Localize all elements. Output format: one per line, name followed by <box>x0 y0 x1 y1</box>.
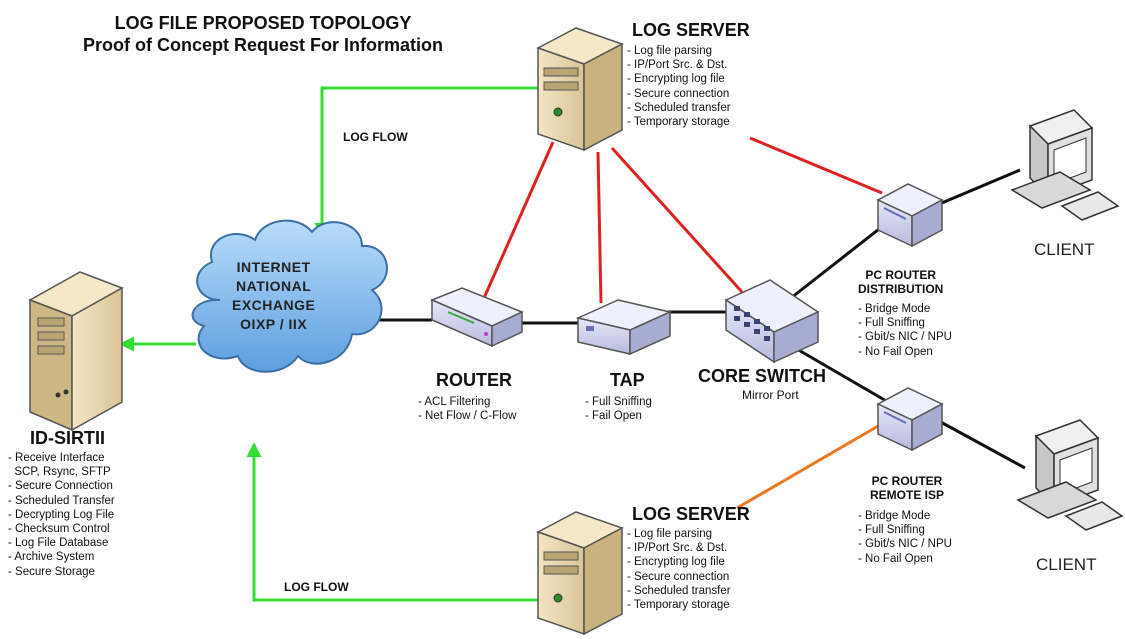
link-pcrouter-dist-client <box>936 168 1021 207</box>
pc-router-distribution-name-line: PC ROUTER <box>865 268 936 282</box>
link-logserver-tap <box>596 151 603 304</box>
pc-router-remote-feature: - Full Sniffing <box>858 524 925 537</box>
cloud-label-line: OIXP / IIX <box>240 316 308 332</box>
id-sirtii-feature: - Secure Connection <box>8 480 113 493</box>
pc-router-distribution-features: - Bridge Mode - Full Sniffing - Gbit/s N… <box>858 302 952 359</box>
log-server-top-icon <box>536 27 624 152</box>
router-feature: - Net Flow / C-Flow <box>418 410 517 423</box>
cloud-label-line: INTERNET <box>236 259 311 275</box>
log-server-bottom-features: - Log file parsing - IP/Port Src. & Dst.… <box>627 527 731 612</box>
link-logserver-pcrouter-dist <box>749 136 883 195</box>
router-icon <box>430 287 524 348</box>
network-links <box>119 86 1026 602</box>
id-sirtii-server-icon <box>28 271 124 432</box>
log-server-bottom-feature: - Secure connection <box>627 570 730 583</box>
link-logserver-switch <box>610 146 744 294</box>
cloud-label-line: EXCHANGE <box>232 297 316 313</box>
tap-features: - Full Sniffing - Fail Open <box>585 395 652 423</box>
log-server-top-feature: - Log file parsing <box>627 45 713 57</box>
tap-icon <box>575 299 673 356</box>
pc-router-distribution-feature: - Gbit/s NIC / NPU <box>858 331 952 344</box>
pc-router-distribution-icon <box>876 183 944 248</box>
log-server-bottom-feature: - Scheduled transfer <box>627 584 731 597</box>
pc-router-remote-feature: - No Fail Open <box>858 552 933 565</box>
title-line-2: Proof of Concept Request For Information <box>83 35 443 55</box>
pc-router-remote-feature: - Bridge Mode <box>858 510 931 522</box>
link-switch-pcrouter-dist <box>781 220 889 307</box>
id-sirtii-feature: - Scheduled Transfer <box>8 494 115 507</box>
pc-router-distribution-feature: - Bridge Mode <box>858 303 931 315</box>
tap-feature: - Fail Open <box>585 410 642 423</box>
log-server-top-feature: - Temporary storage <box>627 116 730 129</box>
log-server-top-feature: - Scheduled transfer <box>627 101 731 114</box>
log-flow-bottom-label: LOG FLOW <box>284 580 349 594</box>
id-sirtii-feature: - Checksum Control <box>8 523 110 536</box>
pc-router-remote-icon <box>876 387 944 452</box>
link-logserver-router <box>482 141 555 299</box>
log-server-bottom-feature: - IP/Port Src. & Dst. <box>627 542 728 555</box>
core-switch-label: CORE SWITCH <box>698 366 826 386</box>
cloud-label: INTERNET NATIONAL EXCHANGE OIXP / IIX <box>232 258 315 334</box>
id-sirtii-feature: - Log File Database <box>8 537 109 550</box>
log-flow-bottom <box>246 442 540 602</box>
core-switch-caption: Mirror Port <box>742 388 799 402</box>
id-sirtii-feature: - Archive System <box>8 551 95 564</box>
log-server-bottom-feature: - Log file parsing <box>627 528 713 540</box>
client-top-label: CLIENT <box>1034 240 1095 259</box>
pc-router-remote-feature: - Gbit/s NIC / NPU <box>858 538 952 551</box>
internet-cloud <box>191 219 388 373</box>
log-flow-top <box>314 86 538 238</box>
log-server-top-feature: - IP/Port Src. & Dst. <box>627 59 728 72</box>
router-label: ROUTER <box>436 370 512 390</box>
log-server-bottom-label: LOG SERVER <box>632 504 750 524</box>
diagram-title: LOG FILE PROPOSED TOPOLOGY Proof of Conc… <box>83 12 443 56</box>
pc-router-distribution-feature: - No Fail Open <box>858 345 933 358</box>
log-flow-top-label: LOG FLOW <box>343 130 408 144</box>
pc-router-remote-name-line: PC ROUTER <box>871 474 943 488</box>
link-pcrouter-remote-client <box>936 418 1026 470</box>
log-server-bottom-icon <box>536 511 624 636</box>
id-sirtii-feature: - Decrypting Log File <box>8 508 115 521</box>
pc-router-remote-label: PC ROUTER REMOTE ISP <box>870 474 944 502</box>
id-sirtii-feature: - Receive Interface <box>8 452 105 464</box>
pc-router-distribution-feature: - Full Sniffing <box>858 317 925 330</box>
pc-router-remote-features: - Bridge Mode - Full Sniffing - Gbit/s N… <box>858 509 952 566</box>
log-server-bottom-feature: - Encrypting log file <box>627 556 725 569</box>
link-switch-pcrouter-remote <box>789 343 889 404</box>
client-top-computer-icon <box>1010 109 1120 221</box>
id-sirtii-feature: SCP, Rsync, SFTP <box>8 466 111 479</box>
tap-feature: - Full Sniffing <box>585 396 652 408</box>
title-line-1: LOG FILE PROPOSED TOPOLOGY <box>114 13 412 33</box>
pc-router-distribution-name-line: DISTRIBUTION <box>858 282 944 296</box>
id-sirtii-features: - Receive Interface SCP, Rsync, SFTP - S… <box>8 451 115 579</box>
client-bottom-computer-icon <box>1016 419 1124 531</box>
tap-label: TAP <box>610 370 645 390</box>
core-switch-icon <box>724 279 820 364</box>
client-bottom-label: CLIENT <box>1036 555 1097 574</box>
log-server-top-label: LOG SERVER <box>632 20 750 40</box>
log-server-top-feature: - Secure connection <box>627 87 730 100</box>
router-features: - ACL Filtering - Net Flow / C-Flow <box>418 395 516 423</box>
pc-router-remote-name-line: REMOTE ISP <box>870 488 945 502</box>
log-server-bottom-feature: - Temporary storage <box>627 599 730 612</box>
log-server-top-feature: - Encrypting log file <box>627 73 725 86</box>
link-logserver-pcrouter-remote <box>736 420 886 510</box>
id-sirtii-label: ID-SIRTII <box>30 428 105 448</box>
id-sirtii-feature: - Secure Storage <box>8 565 95 578</box>
pc-router-distribution-label: PC ROUTER DISTRIBUTION <box>858 268 943 296</box>
log-server-top-features: - Log file parsing - IP/Port Src. & Dst.… <box>627 44 731 129</box>
cloud-label-line: NATIONAL <box>236 278 312 294</box>
router-feature: - ACL Filtering <box>418 396 491 408</box>
